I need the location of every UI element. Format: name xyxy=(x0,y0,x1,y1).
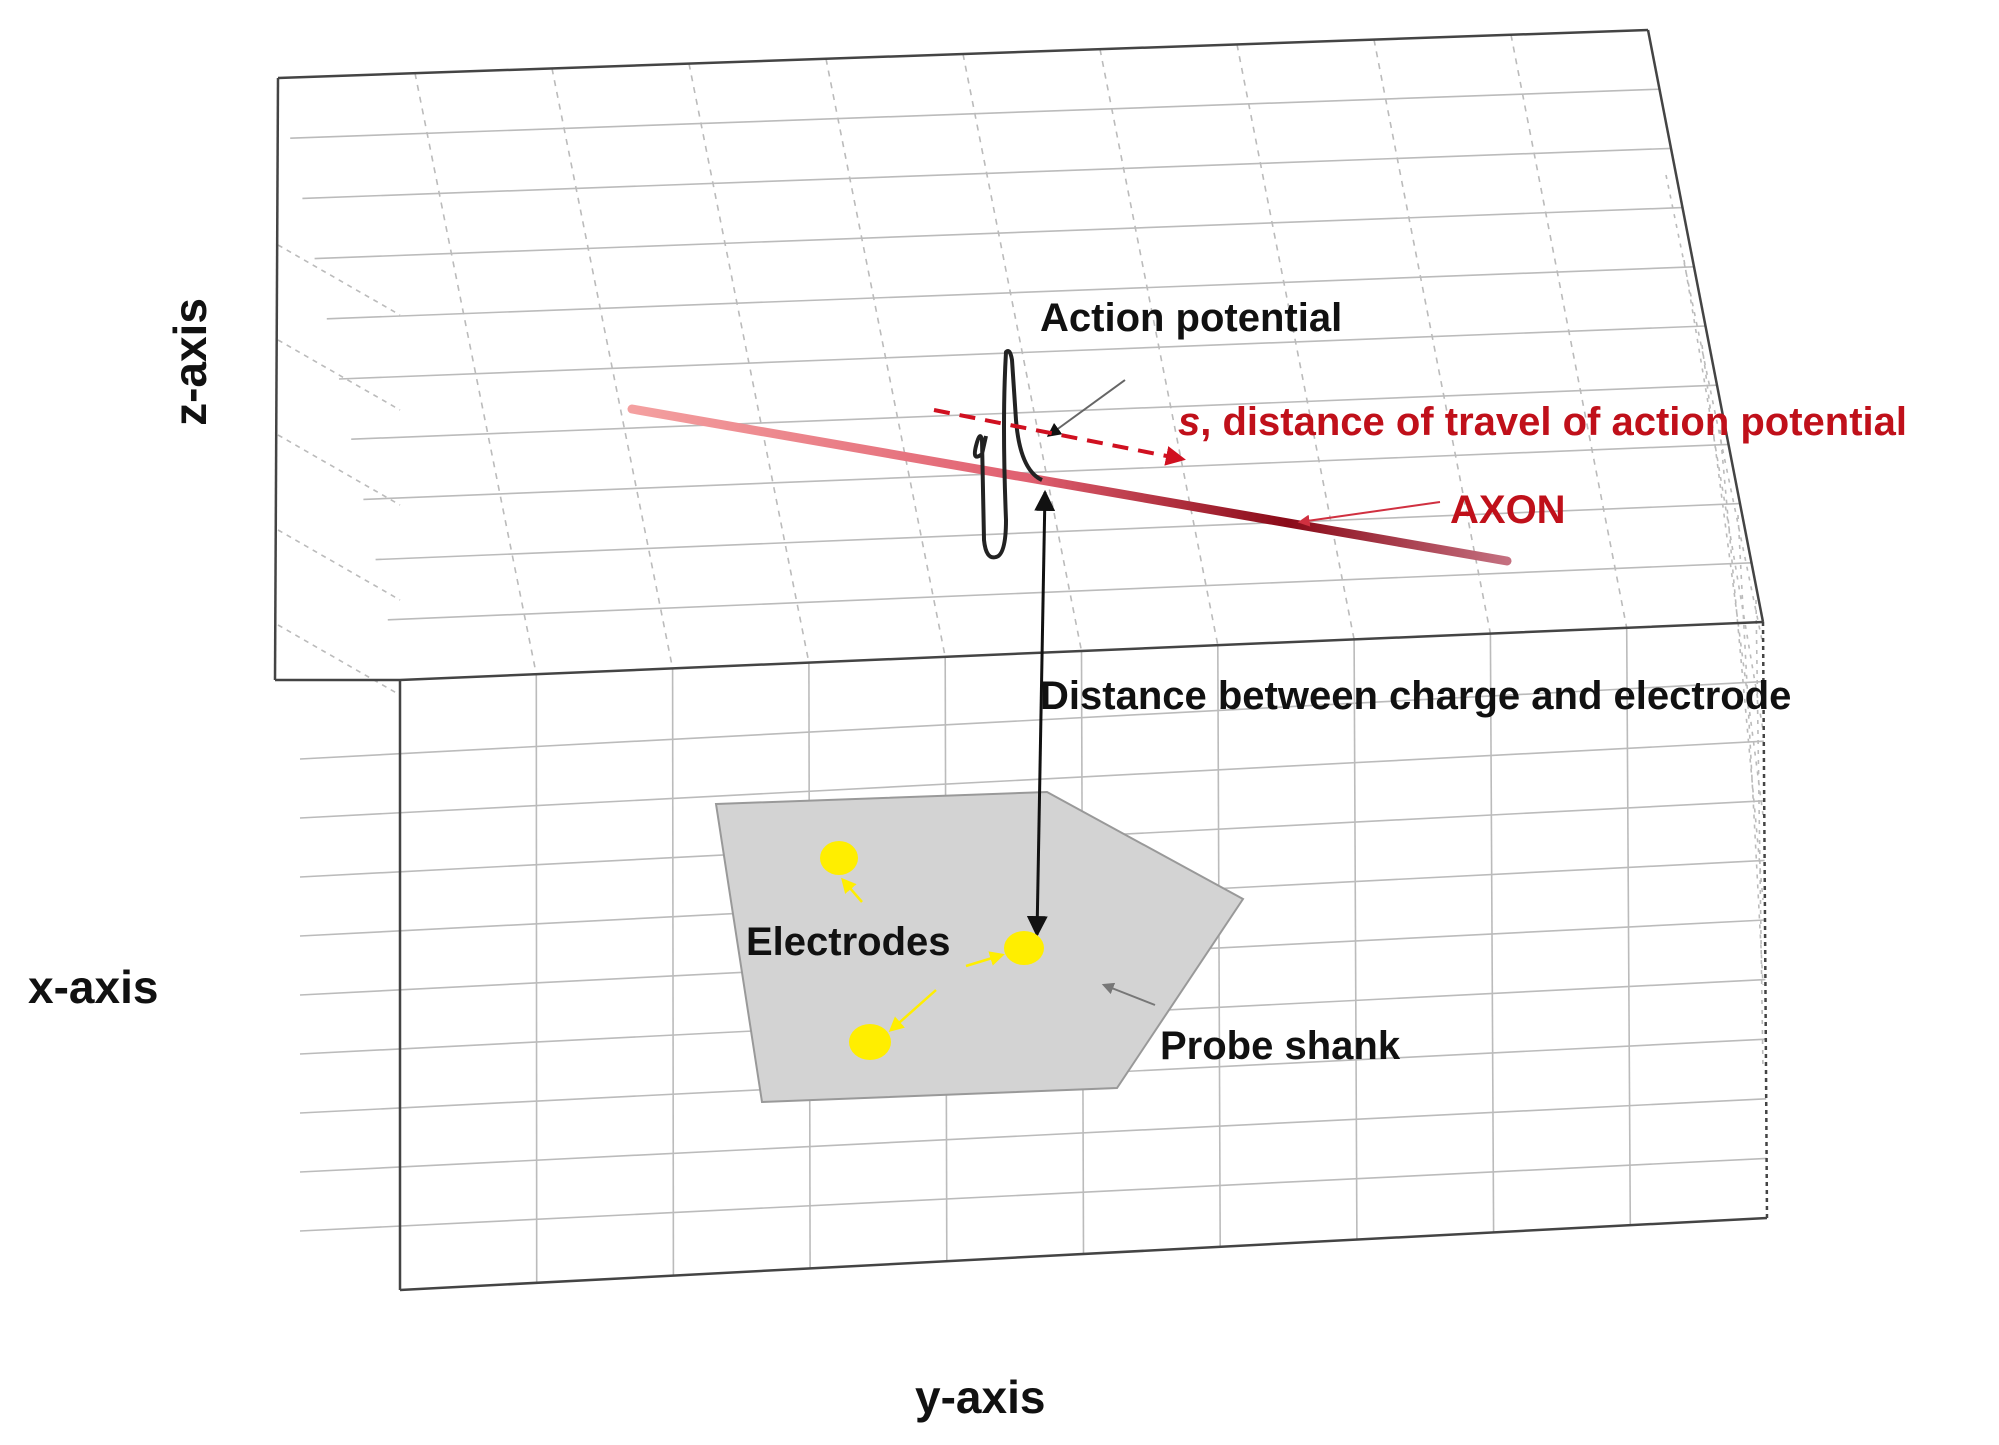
electrode-2 xyxy=(1004,931,1044,965)
back-wall-column-line xyxy=(1099,49,1219,646)
floor-row-line xyxy=(299,1098,1767,1173)
back-wall-column-line xyxy=(1373,39,1492,634)
probe-shank-pointer xyxy=(1101,982,1156,1006)
charge-electrode-distance-label: Distance between charge and electrode xyxy=(1040,674,1792,718)
probe-shank-label: Probe shank xyxy=(1160,1024,1401,1068)
floor-column-line xyxy=(1489,633,1495,1233)
electrodes-label: Electrodes xyxy=(746,920,951,964)
box-grid xyxy=(277,34,1767,1283)
y-axis-label: y-axis xyxy=(915,1371,1046,1423)
floor-column-line xyxy=(1625,627,1632,1226)
floor-column-line xyxy=(1217,645,1221,1247)
action-potential-pointer xyxy=(1046,379,1126,437)
box-frame xyxy=(273,28,1769,1292)
electrode-3 xyxy=(849,1024,891,1060)
z-axis-label: z-axis xyxy=(164,298,216,426)
travel-direction-arrow xyxy=(933,408,1186,466)
back-wall-column-line xyxy=(688,63,810,663)
back-wall-column-line xyxy=(825,58,946,657)
left-wall-line xyxy=(277,244,401,316)
action-potential-label: Action potential xyxy=(1040,296,1343,340)
electrode-1 xyxy=(820,841,858,875)
floor-row-line xyxy=(299,1157,1767,1232)
travel-distance-symbol: s xyxy=(1178,400,1201,444)
back-wall-column-line xyxy=(1510,34,1628,628)
electrode-pointers xyxy=(841,877,1005,1032)
floor-column-line xyxy=(671,668,675,1276)
back-wall-row-line xyxy=(387,562,1752,621)
action-potential-trace xyxy=(972,349,1043,560)
axon-label: AXON xyxy=(1450,488,1566,532)
travel-distance-label: s, distance of travel of action potentia… xyxy=(1178,400,1907,445)
right-wall-line xyxy=(1737,514,1764,986)
right-wall-line xyxy=(1755,599,1764,1071)
electrodes xyxy=(820,841,1044,1060)
left-wall-line xyxy=(277,529,401,601)
back-wall-column-line xyxy=(551,68,674,669)
charge-electrode-distance-arrow xyxy=(1026,489,1056,938)
left-wall-line xyxy=(277,339,401,411)
axon xyxy=(627,404,1512,566)
x-axis-label: x-axis xyxy=(28,961,159,1013)
floor-column-line xyxy=(1353,639,1358,1240)
travel-distance-text: , distance of travel of action potential xyxy=(1200,400,1908,444)
back-wall-row-line xyxy=(363,443,1729,501)
back-wall-column-line xyxy=(962,53,1083,652)
left-wall-line xyxy=(277,434,401,506)
right-wall-line xyxy=(1683,259,1764,731)
left-wall-line xyxy=(277,624,401,696)
right-wall-line xyxy=(1719,429,1764,901)
back-wall-column-line xyxy=(1236,44,1355,640)
axon-pointer xyxy=(1297,501,1441,527)
back-wall-row-line xyxy=(375,502,1741,561)
